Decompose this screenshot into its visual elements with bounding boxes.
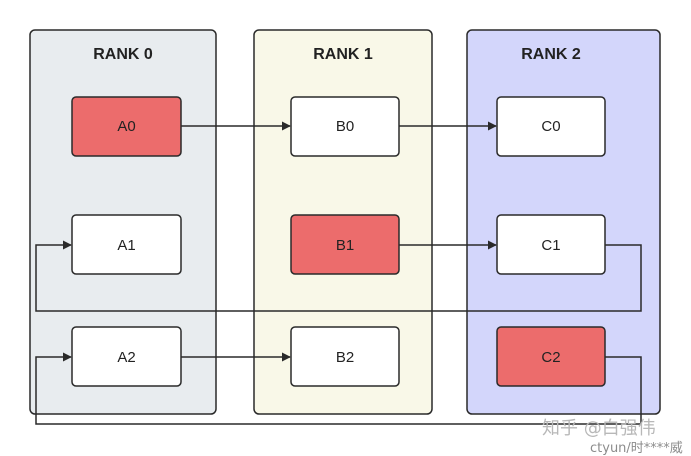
node-label: C2: [541, 349, 560, 366]
node-a2: A2: [71, 326, 182, 387]
rank-title-1: RANK 1: [313, 46, 373, 63]
node-label: B1: [336, 237, 354, 254]
node-label: A1: [117, 237, 135, 254]
rank-title-2: RANK 2: [521, 46, 581, 63]
edge-c2-a2: [35, 352, 642, 425]
node-label: A2: [117, 349, 135, 366]
node-c1: C1: [496, 214, 606, 275]
node-c2: C2: [496, 326, 606, 387]
edge-c1-a1: [35, 240, 642, 312]
node-b0: B0: [290, 96, 400, 157]
node-label: B2: [336, 349, 354, 366]
node-a0: A0: [71, 96, 182, 157]
node-label: C1: [541, 237, 560, 254]
node-b2: B2: [290, 326, 400, 387]
node-b1: B1: [290, 214, 400, 275]
node-label: A0: [117, 118, 135, 135]
node-a1: A1: [71, 214, 182, 275]
node-label: C0: [541, 118, 560, 135]
rank-title-0: RANK 0: [93, 46, 153, 63]
watermark-secondary: ctyun/时****威: [590, 441, 683, 456]
node-c0: C0: [496, 96, 606, 157]
node-label: B0: [336, 118, 354, 135]
watermark-primary: 知乎 @白强伟: [542, 418, 656, 439]
